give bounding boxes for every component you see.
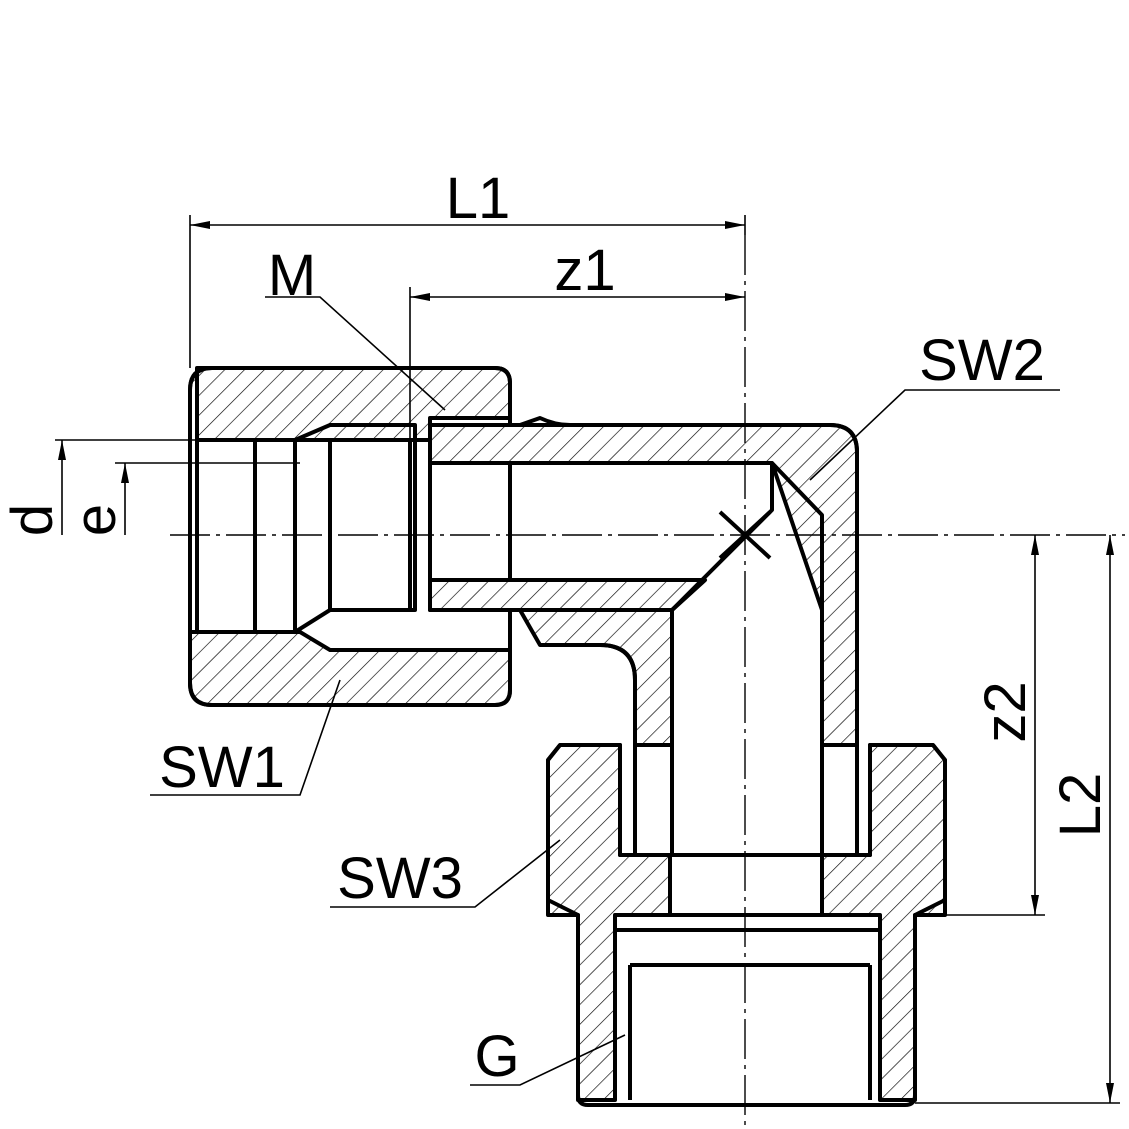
- dim-label-z2: z2: [973, 681, 1038, 742]
- label-g: G: [474, 1024, 519, 1089]
- union-nut-sw1: [188, 366, 512, 707]
- elbow-body-sw2: [428, 416, 859, 857]
- cutting-ring: [293, 423, 417, 634]
- dimension-lines: [55, 215, 1120, 1104]
- label-m: M: [268, 243, 316, 308]
- dim-label-e: e: [63, 504, 128, 536]
- label-sw2: SW2: [919, 328, 1045, 393]
- dim-label-l2: L2: [1048, 773, 1113, 838]
- intersection-cross: [718, 510, 772, 560]
- dim-label-d: d: [0, 504, 65, 536]
- leader-lines: [150, 296, 1060, 1086]
- dim-label-z1: z1: [554, 238, 615, 303]
- dim-label-l1: L1: [446, 166, 511, 231]
- label-sw3: SW3: [337, 846, 463, 911]
- label-sw1: SW1: [159, 735, 285, 800]
- adaptor-sw3: [546, 743, 947, 1107]
